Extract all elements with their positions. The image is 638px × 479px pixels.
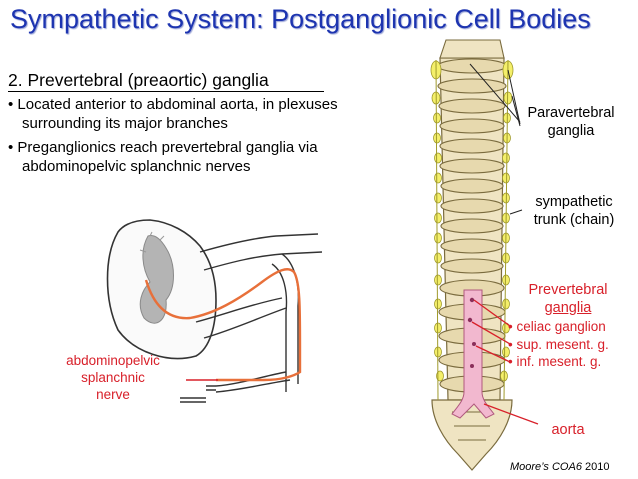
spinal-cord-section	[106, 219, 217, 360]
bullet-2-line-2: abdominopelvic splanchnic nerves	[22, 158, 251, 175]
sympathetic-trunk-pointer	[509, 209, 523, 215]
sympathetic-trunk-label-line-2: trunk (chain)	[533, 212, 615, 228]
splanchnic-label-line-2: splanchnic	[81, 370, 145, 385]
paravertebral-label-line-2: ganglia	[547, 123, 595, 139]
paravertebral-pointer	[469, 63, 521, 127]
aorta-label: aorta	[551, 422, 585, 438]
splanchnic-fiber-path	[144, 268, 302, 382]
aorta-pointer	[483, 403, 539, 425]
bullet-2-line-1: • Preganglionics reach prevertebral gang…	[8, 139, 318, 156]
paravertebral-label-line-1: Paravertebral	[527, 105, 615, 121]
splanchnic-label-line-3: nerve	[96, 387, 130, 402]
credit-year: 2010	[581, 461, 610, 473]
prevertebral-label-line-2: ganglia	[544, 300, 592, 316]
section-heading: 2. Prevertebral (preaortic) ganglia	[8, 70, 269, 90]
ganglia-item-celiac: • celiac ganglion	[508, 319, 606, 334]
prevertebral-label: Prevertebral ganglia	[506, 281, 630, 317]
prevertebral-pointer	[471, 299, 511, 363]
credit-source: Moore’s COA6	[510, 461, 582, 473]
prevertebral-ganglia-dots	[467, 297, 476, 368]
splanchnic-label: abdominopelvic splanchnic nerve	[40, 352, 186, 403]
vertebral-column	[431, 39, 513, 471]
ganglia-item-sup-mesent: • sup. mesent. g.	[508, 336, 609, 352]
prevertebral-label-line-1: Prevertebral	[528, 282, 608, 298]
ganglia-item-inf-mesent: • inf. mesent. g.	[508, 354, 602, 369]
bullet-1-line-2: surrounding its major branches	[22, 115, 228, 132]
slide-title: Sympathetic System: Postganglionic Cell …	[10, 4, 591, 34]
splanchnic-label-line-1: abdominopelvic	[66, 353, 160, 368]
paravertebral-label: Paravertebral ganglia	[511, 104, 631, 140]
aorta-shape	[451, 289, 495, 419]
sympathetic-trunk	[435, 59, 509, 401]
sympathetic-trunk-label: sympathetic trunk (chain)	[518, 193, 630, 229]
heading-underline	[8, 91, 324, 92]
sympathetic-trunk-label-line-1: sympathetic	[535, 194, 613, 210]
source-credit: Moore’s COA6 2010	[510, 461, 609, 473]
bullet-1-line-1: • Located anterior to abdominal aorta, i…	[8, 96, 338, 113]
prevertebral-ganglia-list: • celiac ganglion • sup. mesent. g. • in…	[508, 318, 609, 371]
